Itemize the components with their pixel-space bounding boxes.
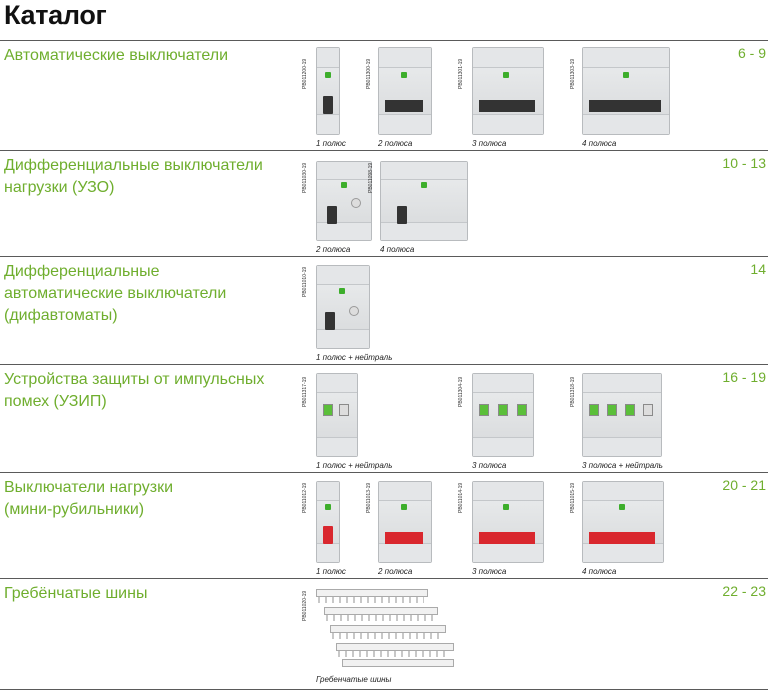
page-range[interactable]: 20 - 21 [722, 477, 766, 493]
breaker-3p-image [472, 47, 544, 135]
product-caption: 3 полюса [472, 139, 507, 148]
product-code: PB011014-19 [458, 482, 464, 513]
product-caption: 2 полюса [316, 245, 351, 254]
product-code: PB011301-19 [458, 58, 464, 89]
spd-1pn-image [316, 373, 358, 457]
product-code: PB011303-19 [570, 58, 576, 89]
switch-4p-image [582, 481, 664, 563]
product-code: PB011317-19 [302, 376, 308, 407]
breaker-4p-image [582, 47, 670, 135]
page-range[interactable]: 10 - 13 [722, 155, 766, 171]
product-caption: 4 полюса [380, 245, 415, 254]
breaker-2p-image [378, 47, 432, 135]
product-caption: 3 полюса + нейтраль [582, 461, 663, 470]
section-title[interactable]: Дифференциальные выключатели нагрузки (У… [4, 157, 263, 196]
rcbo-image [316, 265, 370, 349]
product-code: PB011013-19 [366, 482, 372, 513]
product-caption: Гребенчатые шины [316, 675, 392, 684]
section-rcbo: Дифференциальные автоматические выключат… [0, 256, 768, 365]
product-code: PB011015-19 [570, 482, 576, 513]
product-caption: 1 полюс [316, 567, 346, 576]
page-range[interactable]: 14 [750, 261, 766, 277]
product-code: PB011300-19 [366, 58, 372, 89]
product-caption: 1 полюс + нейтраль [316, 461, 393, 470]
section-surge-protection: Устройства защиты от импульсных помех (У… [0, 364, 768, 473]
section-title[interactable]: Дифференциальные автоматические выключат… [4, 263, 227, 324]
product-caption: 3 полюса [472, 461, 507, 470]
busbar-image [316, 585, 456, 671]
section-rcd: Дифференциальные выключатели нагрузки (У… [0, 150, 768, 257]
breaker-1p-image [316, 47, 340, 135]
product-code: PB011304-19 [458, 376, 464, 407]
product-code: PB011030-19 [302, 162, 308, 193]
switch-1p-image [316, 481, 340, 563]
product-code: PB011020-19 [302, 590, 308, 621]
spd-3p-image [472, 373, 534, 457]
product-code: PB011098-19 [368, 162, 374, 193]
product-caption: 3 полюса [472, 567, 507, 576]
switch-2p-image [378, 481, 432, 563]
spd-3pn-image [582, 373, 662, 457]
section-load-switches: Выключатели нагрузки (мини-рубильники) 2… [0, 472, 768, 579]
page-title: Каталог [4, 0, 107, 30]
section-title[interactable]: Гребёнчатые шины [4, 585, 148, 602]
section-title[interactable]: Автоматические выключатели [4, 47, 229, 64]
page-range[interactable]: 22 - 23 [722, 583, 766, 599]
product-code: PB011318-19 [570, 376, 576, 407]
product-code: PB011010-19 [302, 266, 308, 297]
product-code: PB011200-19 [302, 58, 308, 89]
product-caption: 1 полюс + нейтраль [316, 353, 393, 362]
page-range[interactable]: 16 - 19 [722, 369, 766, 385]
section-circuit-breakers: Автоматические выключатели 6 - 9 PB01120… [0, 40, 768, 151]
rcd-4p-image [380, 161, 468, 241]
rcd-2p-image [316, 161, 372, 241]
section-title[interactable]: Устройства защиты от импульсных помех (У… [4, 371, 265, 410]
section-title[interactable]: Выключатели нагрузки (мини-рубильники) [4, 479, 174, 518]
product-code: PB011012-19 [302, 482, 308, 513]
product-caption: 2 полюса [378, 567, 413, 576]
section-busbars: Гребёнчатые шины 22 - 23 PB011020-19 Гре… [0, 578, 768, 690]
product-caption: 4 полюса [582, 139, 617, 148]
product-caption: 4 полюса [582, 567, 617, 576]
page-range[interactable]: 6 - 9 [737, 45, 766, 61]
product-caption: 2 полюса [378, 139, 413, 148]
switch-3p-image [472, 481, 544, 563]
product-caption: 1 полюс [316, 139, 346, 148]
